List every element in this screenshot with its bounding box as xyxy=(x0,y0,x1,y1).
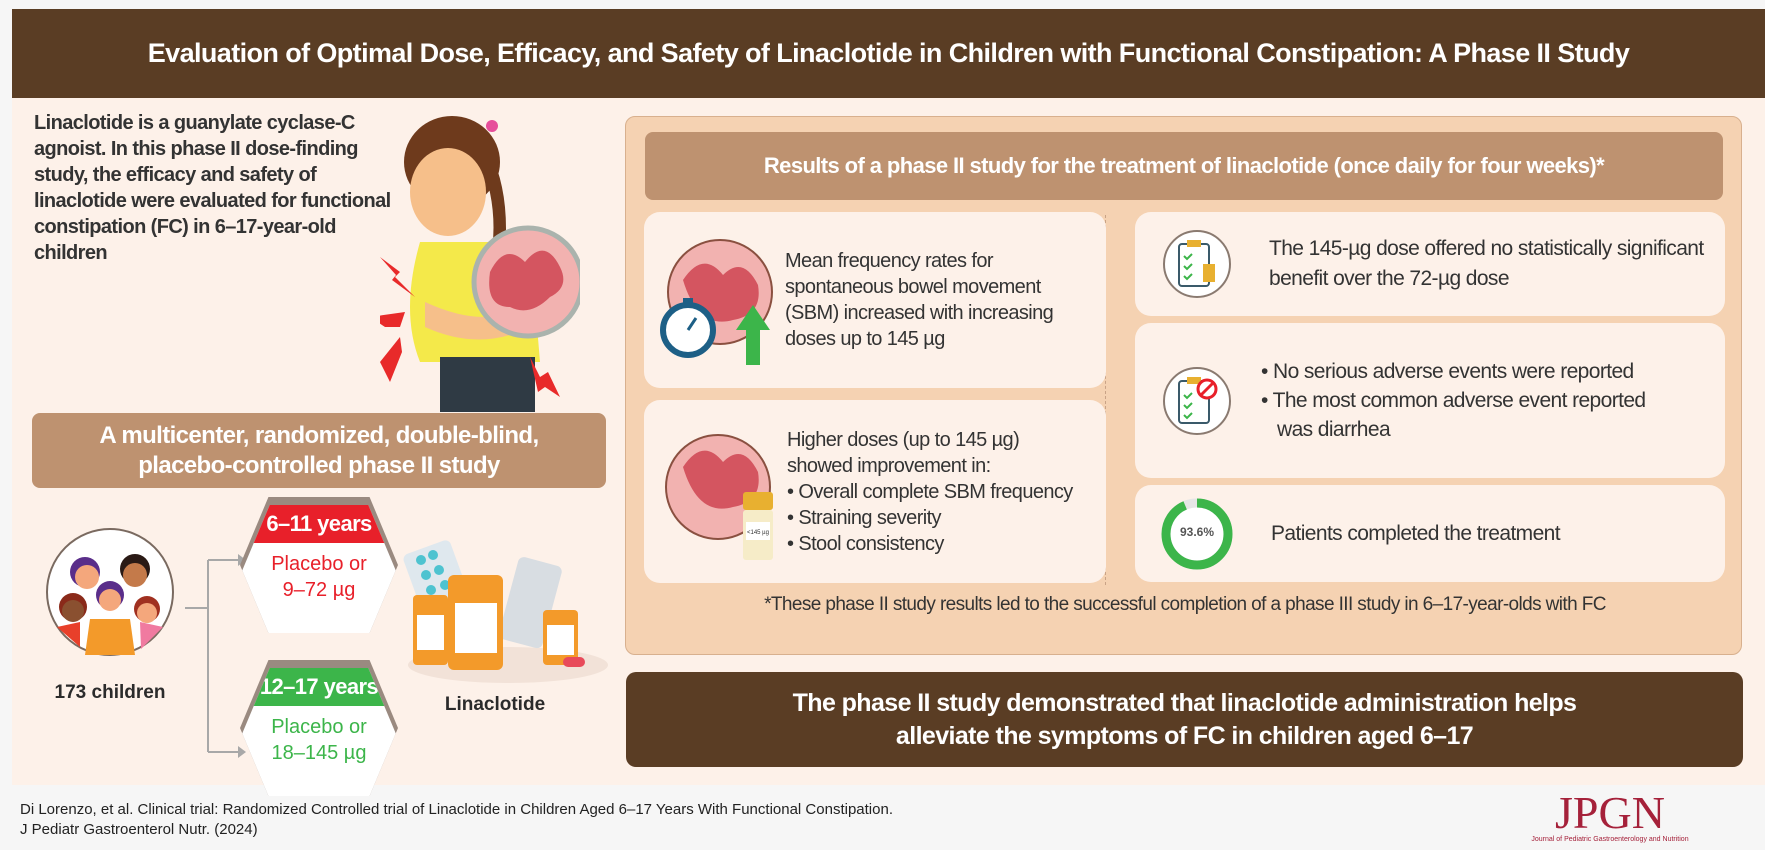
improvement-item: Overall complete SBM frequency xyxy=(787,479,1087,505)
completion-ring: 93.6% xyxy=(1159,496,1235,572)
clipboard-medication-icon xyxy=(1163,230,1231,298)
improvement-item: Stool consistency xyxy=(787,531,1087,557)
intestine-stool-jar-icon: <145 µg xyxy=(665,433,773,560)
higher-doses-intro: Higher doses (up to 145 µg) showed impro… xyxy=(787,428,1020,477)
result-card-dose-comparison: The 145-µg dose offered no statistically… xyxy=(1135,212,1725,316)
citation-line1: Di Lorenzo, et al. Clinical trial: Rando… xyxy=(20,801,893,818)
completion-text: Patients completed the treatment xyxy=(1271,521,1561,545)
higher-doses-text: Higher doses (up to 145 µg) showed impro… xyxy=(787,427,1087,557)
completion-ring-fill xyxy=(1161,498,1233,569)
conclusion-line2: alleviate the symptoms of FC in children… xyxy=(895,721,1474,750)
participants-count: 173 children xyxy=(54,682,166,703)
result-card-sbm-frequency: Mean frequency rates for spontaneous bow… xyxy=(644,212,1106,388)
conclusion-line1: The phase II study demonstrated that lin… xyxy=(792,688,1577,717)
pain-spark-icon xyxy=(380,257,560,397)
results-footnote: *These phase II study results led to the… xyxy=(764,594,1606,615)
safety-item: The most common adverse event reported w… xyxy=(1261,386,1681,444)
clipboard-prohibited-icon xyxy=(1163,366,1231,435)
conclusion-banner: The phase II study demonstrated that lin… xyxy=(626,672,1743,767)
dose-comparison-text: The 145-µg dose offered no statistically… xyxy=(1269,237,1704,290)
intestine-stopwatch-up-arrow-icon xyxy=(660,239,773,365)
randomization-connector xyxy=(185,554,246,758)
dose-line1: Placebo or xyxy=(271,553,367,575)
completion-percent: 93.6% xyxy=(1179,524,1215,539)
intro-text: Linaclotide is a guanylate cyclase-C agn… xyxy=(34,112,391,264)
dose-line2: 18–145 µg xyxy=(271,742,367,764)
logo-name: JPGN xyxy=(1555,787,1665,838)
dose-line1: Placebo or xyxy=(271,716,367,738)
age-group-label: 12–17 years xyxy=(248,668,390,706)
girl-stomach-pain-illustration xyxy=(380,116,580,412)
children-group-illustration xyxy=(46,528,174,656)
citation-line2: J Pediatr Gastroenterol Nutr. (2024) xyxy=(20,821,258,838)
medication-bottles-illustration xyxy=(403,540,608,683)
safety-list: No serious adverse events were reported … xyxy=(1261,357,1681,444)
column-divider xyxy=(1105,215,1106,585)
jpgn-logo: JPGN Journal of Pediatric Gastroenterolo… xyxy=(1525,787,1695,844)
study-design-line1: A multicenter, randomized, double-blind, xyxy=(99,421,539,449)
result-card-safety: No serious adverse events were reported … xyxy=(1135,323,1725,478)
result-card-higher-doses: <145 µg Higher doses (up to 145 µg) show… xyxy=(644,400,1106,583)
study-design-banner: A multicenter, randomized, double-blind,… xyxy=(32,413,606,488)
logo-subtitle: Journal of Pediatric Gastroenterology an… xyxy=(1531,836,1689,843)
age-group-6-11: 6–11 years Placebo or 9–72 µg xyxy=(240,497,398,633)
age-group-label: 6–11 years xyxy=(248,505,390,543)
result-card-completion: 93.6% Patients completed the treatment xyxy=(1135,485,1725,582)
drug-label: Linaclotide xyxy=(444,694,546,715)
study-design-line2: placebo-controlled phase II study xyxy=(138,451,500,479)
jar-label: <145 µg xyxy=(747,530,769,536)
safety-item: No serious adverse events were reported xyxy=(1261,357,1681,386)
results-header: Results of a phase II study for the trea… xyxy=(645,132,1723,200)
page-title: Evaluation of Optimal Dose, Efficacy, an… xyxy=(12,9,1765,98)
dose-line2: 9–72 µg xyxy=(282,579,356,601)
improvement-item: Straining severity xyxy=(787,505,1087,531)
citation: Di Lorenzo, et al. Clinical trial: Rando… xyxy=(20,800,893,840)
age-group-12-17: 12–17 years Placebo or 18–145 µg xyxy=(240,660,398,796)
sbm-frequency-text: Mean frequency rates for spontaneous bow… xyxy=(785,250,1054,350)
